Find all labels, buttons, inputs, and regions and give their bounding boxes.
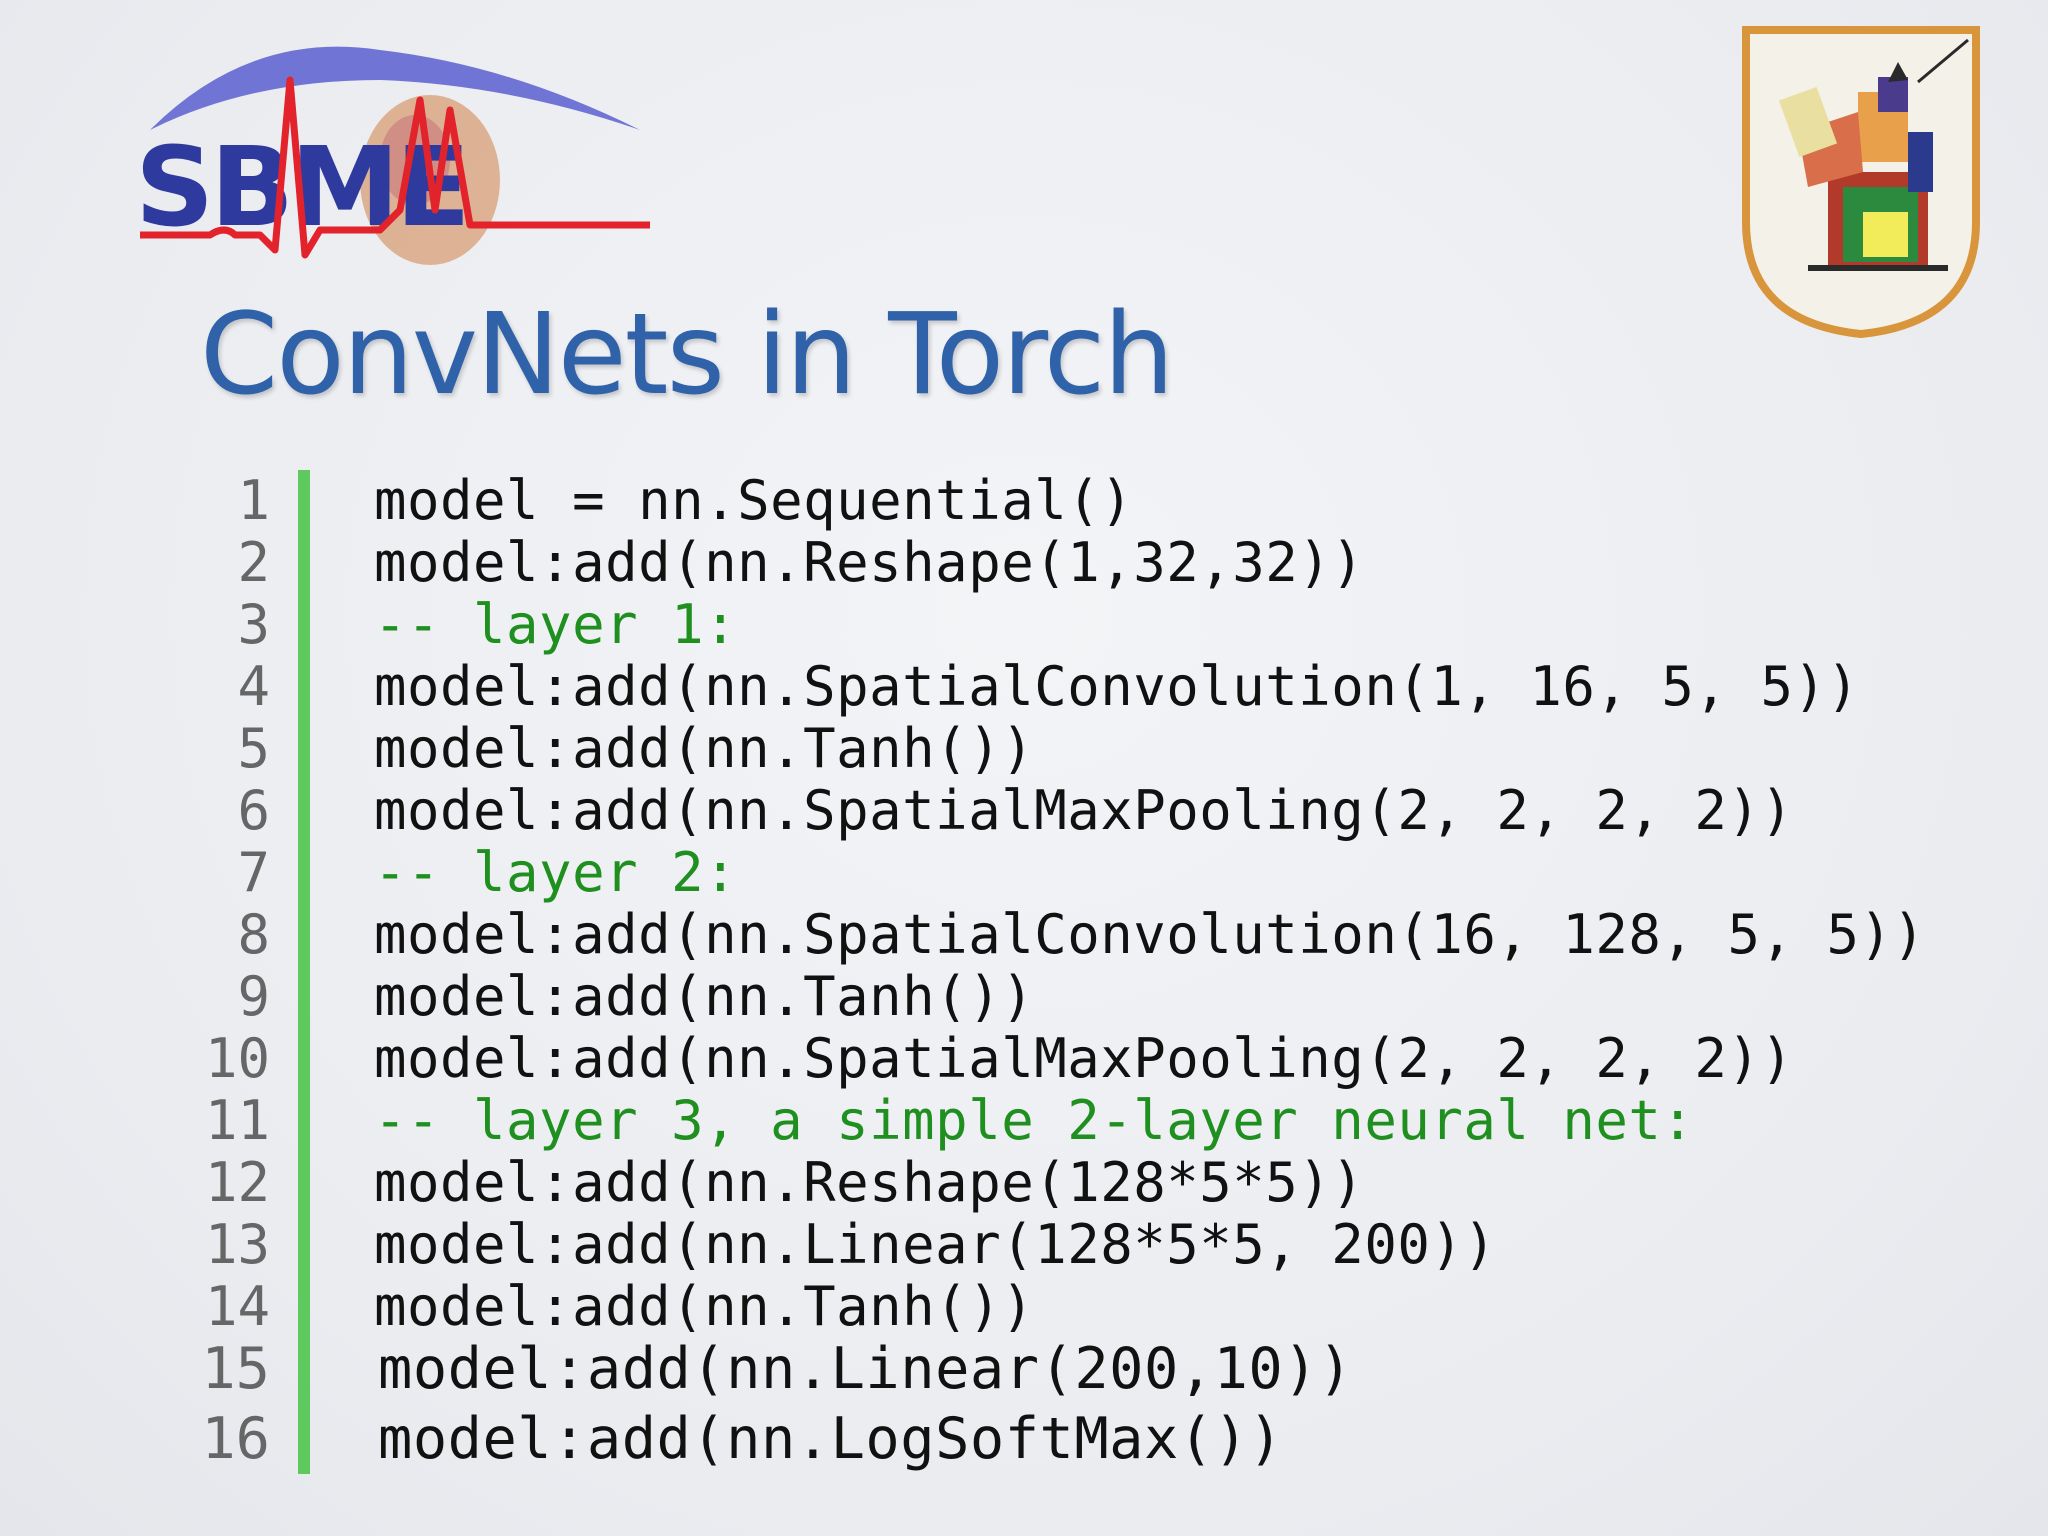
line-number-wrap: 9 — [180, 966, 270, 1028]
line-number-wrap: 3 — [180, 594, 270, 656]
line-number-wrap: 15 — [180, 1338, 270, 1400]
line-number-wrap: 13 — [180, 1214, 270, 1276]
line-number: 10 — [204, 1027, 270, 1090]
sbme-logo: SBME — [135, 46, 650, 265]
cairo-university-crest — [1742, 26, 1980, 339]
code-text: model:add(nn.Reshape(128*5*5)) — [374, 1151, 1365, 1214]
code-comment: -- layer 3, a simple 2-layer neural net: — [374, 1089, 1695, 1152]
line-number-wrap: 8 — [180, 904, 270, 966]
code-text: model:add(nn.Tanh()) — [374, 1275, 1035, 1338]
line-number-wrap: 12 — [180, 1152, 270, 1214]
line-number: 2 — [237, 531, 270, 594]
line-number-wrap: 14 — [180, 1276, 270, 1338]
code-text: model:add(nn.Linear(200,10)) — [378, 1336, 1353, 1402]
line-number: 16 — [201, 1406, 270, 1472]
line-number: 7 — [237, 841, 270, 904]
code-comment: -- layer 2: — [374, 841, 738, 904]
line-number: 5 — [237, 717, 270, 780]
line-number: 6 — [237, 779, 270, 842]
line-number-wrap: 1 — [180, 470, 270, 532]
line-number: 1 — [237, 469, 270, 532]
line-number: 14 — [204, 1275, 270, 1338]
code-text: model:add(nn.SpatialMaxPooling(2, 2, 2, … — [374, 779, 1794, 842]
code-text: model:add(nn.SpatialConvolution(1, 16, 5… — [374, 655, 1860, 718]
code-text: model:add(nn.LogSoftMax()) — [378, 1406, 1284, 1472]
line-number-wrap: 2 — [180, 532, 270, 594]
line-number-wrap: 10 — [180, 1028, 270, 1090]
code-gutter-bar — [298, 470, 310, 1474]
line-number-wrap: 16 — [180, 1408, 270, 1470]
code-text: model:add(nn.SpatialConvolution(16, 128,… — [374, 903, 1926, 966]
line-number: 11 — [204, 1089, 270, 1152]
line-number-wrap: 6 — [180, 780, 270, 842]
code-text: model:add(nn.Reshape(1,32,32)) — [374, 531, 1365, 594]
line-number: 12 — [204, 1151, 270, 1214]
line-number-wrap: 7 — [180, 842, 270, 904]
line-number-wrap: 5 — [180, 718, 270, 780]
line-number: 9 — [237, 965, 270, 1028]
line-number: 4 — [237, 655, 270, 718]
code-text: model:add(nn.Tanh()) — [374, 965, 1035, 1028]
line-number: 13 — [204, 1213, 270, 1276]
code-text: model:add(nn.Tanh()) — [374, 717, 1035, 780]
slide-title: ConvNets in Torch — [200, 290, 1174, 420]
line-number: 3 — [237, 593, 270, 656]
line-number: 8 — [237, 903, 270, 966]
code-text: model:add(nn.Linear(128*5*5, 200)) — [374, 1213, 1497, 1276]
code-text: model:add(nn.SpatialMaxPooling(2, 2, 2, … — [374, 1027, 1794, 1090]
code-comment: -- layer 1: — [374, 593, 738, 656]
code-text: model = nn.Sequential() — [374, 469, 1134, 532]
line-number-wrap: 11 — [180, 1090, 270, 1152]
line-number-wrap: 4 — [180, 656, 270, 718]
line-number: 15 — [201, 1336, 270, 1402]
